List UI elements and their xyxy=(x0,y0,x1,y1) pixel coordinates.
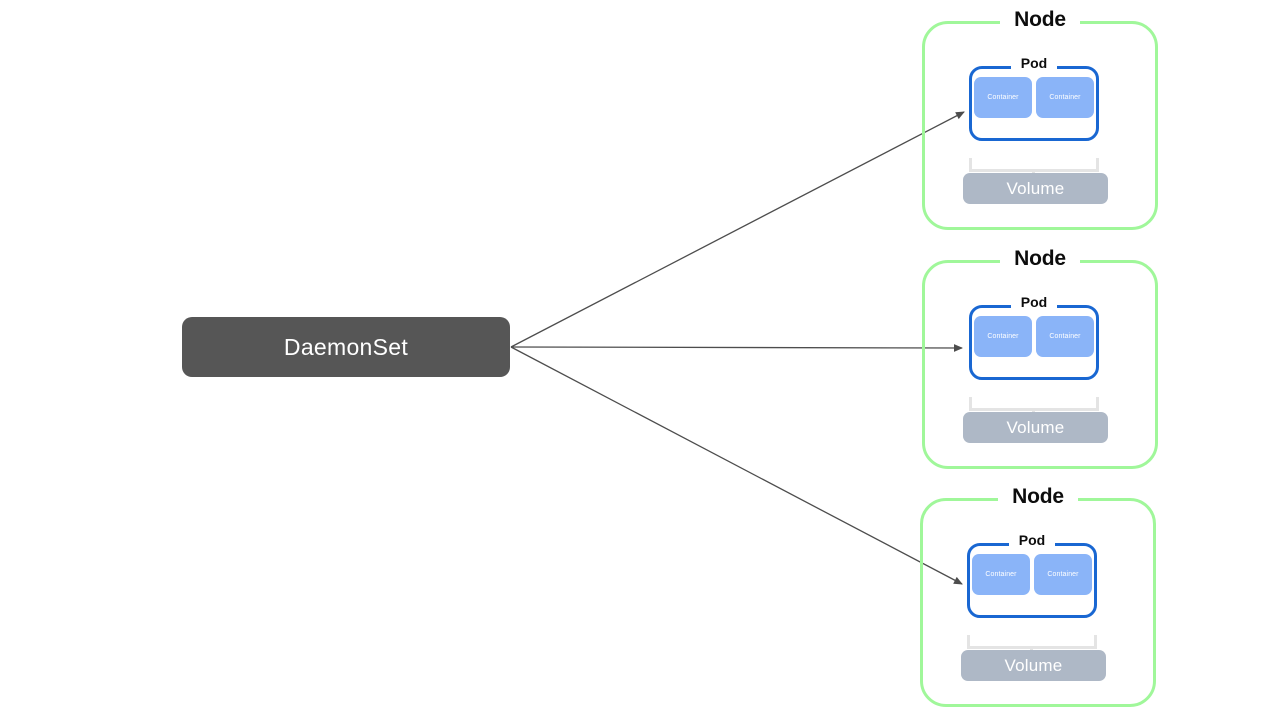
pod-label-2-1: Pod xyxy=(1020,294,1048,310)
container-box-3-1-1[interactable]: Container xyxy=(972,554,1030,595)
arrow-daemonset-to-node-3 xyxy=(510,346,963,585)
pod-label-1-1: Pod xyxy=(1020,55,1048,71)
daemonset-label: DaemonSet xyxy=(283,333,409,360)
container-box-3-1-2[interactable]: Container xyxy=(1034,554,1092,595)
node-label-3: Node xyxy=(1012,485,1064,508)
container-box-1-1-1[interactable]: Container xyxy=(974,77,1032,118)
pod-group-1-1[interactable]: Pod Container Container xyxy=(969,55,1099,141)
pod-volume-bracket-1 xyxy=(969,158,1099,172)
pod-label-3-1: Pod xyxy=(1018,532,1046,548)
container-list-1-1: Container Container xyxy=(974,77,1094,118)
volume-box-3[interactable]: Volume xyxy=(961,650,1106,681)
container-label-1-1-2: Container xyxy=(1049,94,1081,101)
node-title-gap-1 xyxy=(1000,16,1080,28)
pod-title-gap-1-1 xyxy=(1011,61,1057,72)
pod-group-2-1[interactable]: Pod Container Container xyxy=(969,294,1099,380)
pod-group-3-1[interactable]: Pod Container Container xyxy=(967,532,1097,618)
container-label-2-1-2: Container xyxy=(1049,333,1081,340)
node-group-3[interactable]: Node Pod Container Container Volume xyxy=(920,485,1156,707)
node-title-gap-2 xyxy=(1000,255,1080,267)
arrow-daemonset-to-node-1 xyxy=(510,111,965,348)
volume-label-3: Volume xyxy=(1004,655,1063,675)
node-group-1[interactable]: Node Pod Container Container Volume xyxy=(922,8,1158,230)
container-box-2-1-2[interactable]: Container xyxy=(1036,316,1094,357)
pod-volume-bracket-3 xyxy=(967,635,1097,649)
node-label-1: Node xyxy=(1014,8,1066,31)
pod-title-gap-3-1 xyxy=(1009,538,1055,549)
arrow-daemonset-to-node-2 xyxy=(510,344,963,352)
volume-label-2: Volume xyxy=(1006,417,1065,437)
volume-label-1: Volume xyxy=(1006,178,1065,198)
container-label-3-1-1: Container xyxy=(985,571,1017,578)
daemonset-box[interactable]: DaemonSet xyxy=(182,317,510,377)
container-label-2-1-1: Container xyxy=(987,333,1019,340)
container-label-3-1-2: Container xyxy=(1047,571,1079,578)
node-title-gap-3 xyxy=(998,493,1078,505)
node-label-2: Node xyxy=(1014,247,1066,270)
pod-volume-bracket-2 xyxy=(969,397,1099,411)
container-list-2-1: Container Container xyxy=(974,316,1094,357)
container-label-1-1-1: Container xyxy=(987,94,1019,101)
node-group-2[interactable]: Node Pod Container Container Volume xyxy=(922,247,1158,469)
pod-title-gap-2-1 xyxy=(1011,300,1057,311)
container-box-2-1-1[interactable]: Container xyxy=(974,316,1032,357)
container-box-1-1-2[interactable]: Container xyxy=(1036,77,1094,118)
volume-box-1[interactable]: Volume xyxy=(963,173,1108,204)
container-list-3-1: Container Container xyxy=(972,554,1092,595)
volume-box-2[interactable]: Volume xyxy=(963,412,1108,443)
